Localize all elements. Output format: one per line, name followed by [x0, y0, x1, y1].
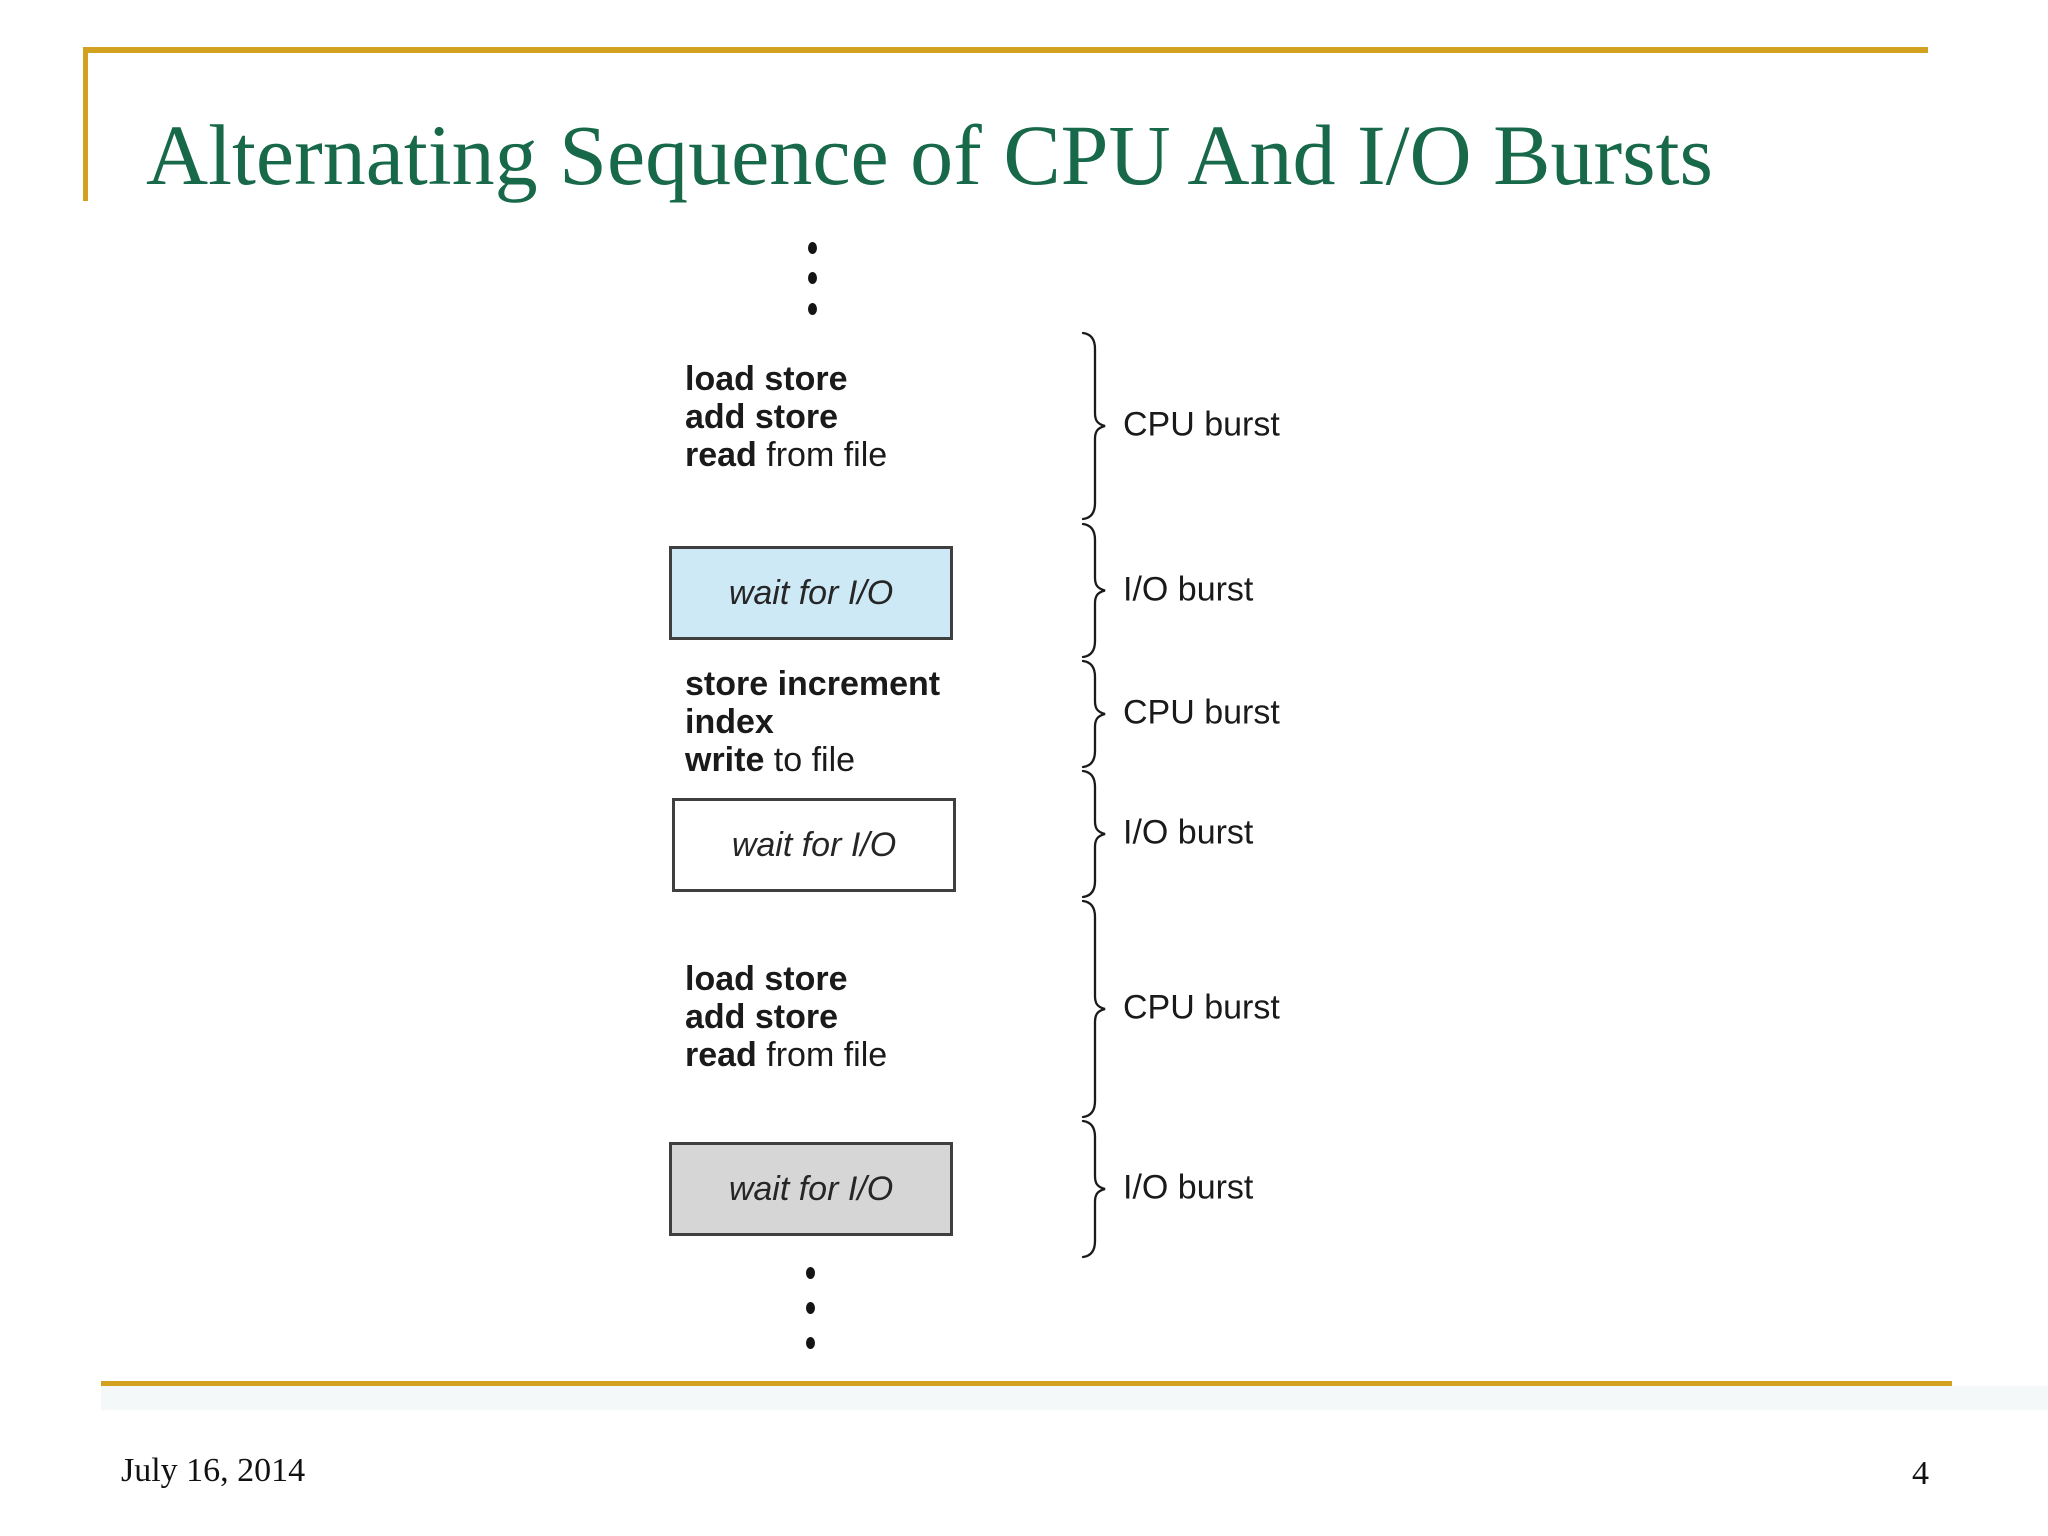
instruction-line: load store — [685, 960, 887, 998]
burst-label: I/O burst — [1123, 1168, 1254, 1207]
slide-title: Alternating Sequence of CPU And I/O Burs… — [146, 107, 1713, 203]
footer-date: July 16, 2014 — [121, 1452, 306, 1489]
burst-label: CPU burst — [1123, 988, 1280, 1027]
instruction-line: load store — [685, 360, 887, 398]
instruction-operand: from file — [756, 1036, 888, 1074]
instruction-opcode: read — [685, 1036, 757, 1074]
page-number: 4 — [1912, 1455, 1929, 1492]
footer-rule-shade — [101, 1386, 2048, 1410]
instruction-opcode: load store — [685, 360, 848, 398]
instruction-opcode: add store — [685, 398, 839, 436]
wait-box-blue: wait for I/O — [669, 546, 953, 640]
instruction-opcode: read — [685, 436, 757, 474]
top-ellipsis-dot — [808, 272, 817, 284]
wait-box-gray: wait for I/O — [669, 1142, 953, 1236]
curly-brace-icon — [1080, 769, 1108, 899]
instruction-line: index — [685, 703, 940, 741]
instruction-opcode: store increment — [685, 665, 941, 703]
instruction-operand: from file — [756, 436, 888, 474]
top-ellipsis-dot — [808, 303, 817, 315]
burst-label: I/O burst — [1123, 570, 1254, 609]
curly-brace-icon — [1080, 522, 1108, 659]
instruction-opcode: write — [685, 741, 765, 779]
instruction-line: store increment — [685, 665, 940, 703]
top-ellipsis-dot — [808, 242, 817, 254]
wait-box-label: wait for I/O — [731, 825, 897, 864]
footer-rule — [101, 1381, 1952, 1386]
curly-brace-icon — [1080, 1119, 1108, 1259]
instruction-line: read from file — [685, 1036, 887, 1074]
wait-box-label: wait for I/O — [728, 1169, 894, 1208]
instruction-line: add store — [685, 398, 887, 436]
bottom-ellipsis-dot — [806, 1302, 815, 1314]
bottom-ellipsis-dot — [806, 1337, 815, 1349]
bottom-ellipsis-dot — [806, 1267, 815, 1279]
instruction-opcode: add store — [685, 998, 839, 1036]
title-rule-left — [83, 47, 88, 201]
title-rule-top — [83, 47, 1928, 53]
wait-box-white: wait for I/O — [672, 798, 956, 892]
instruction-line: read from file — [685, 436, 887, 474]
instruction-opcode: index — [685, 703, 774, 741]
curly-brace-icon — [1080, 899, 1108, 1119]
burst-label: I/O burst — [1123, 813, 1254, 852]
curly-brace-icon — [1080, 331, 1108, 521]
curly-brace-icon — [1080, 659, 1108, 769]
instruction-line: add store — [685, 998, 887, 1036]
burst-label: CPU burst — [1123, 405, 1280, 444]
instruction-operand: to file — [764, 741, 856, 779]
wait-box-label: wait for I/O — [728, 573, 894, 612]
instruction-opcode: load store — [685, 960, 848, 998]
instruction-line: write to file — [685, 741, 940, 779]
burst-label: CPU burst — [1123, 693, 1280, 732]
